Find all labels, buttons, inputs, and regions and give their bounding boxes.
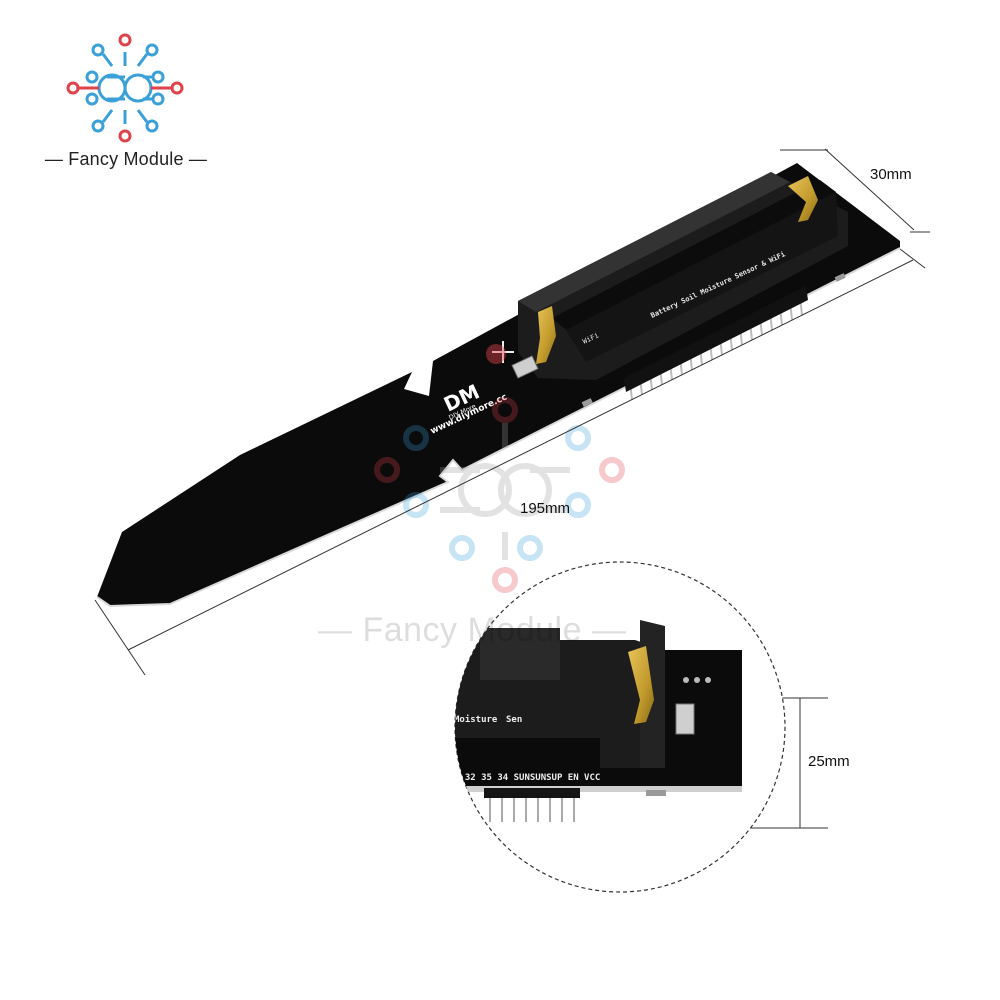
dimension-width-label: 30mm — [870, 166, 912, 183]
battery-contact-near — [536, 306, 556, 364]
power-switch — [511, 355, 539, 379]
inset-silk-1: Moisture — [454, 714, 498, 725]
battery-contact-far — [788, 176, 818, 222]
inset-silk-2: Sen — [506, 715, 522, 725]
dimension-height-label: 25mm — [808, 753, 850, 770]
brand-logo-text: — Fancy Module — — [44, 149, 208, 169]
zoom-inset: Moisture Sen 3 32 35 34 SUNSUNSUP EN VCC — [454, 561, 786, 893]
polarity-mark — [492, 341, 514, 363]
watermark-text: — Fancy Module — — [318, 611, 627, 649]
inset-pin-labels: 3 32 35 34 SUNSUNSUP EN VCC — [454, 773, 600, 783]
watermark-logo-icon — [374, 397, 625, 593]
brand-logo-icon — [66, 33, 184, 143]
dimension-length-label: 195mm — [520, 500, 571, 517]
soil-sensor-board: Battery Soil Moisture Sensor & WiFi WiFi… — [96, 163, 901, 608]
inset-brass-contact — [628, 646, 654, 724]
